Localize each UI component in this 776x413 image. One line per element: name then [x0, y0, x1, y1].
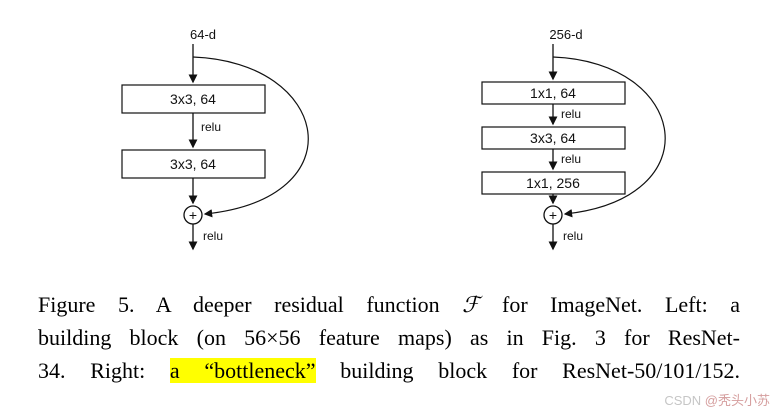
caption-text: building block (on 56×56 feature maps) a… — [38, 325, 740, 350]
conv-label: 3x3, 64 — [530, 130, 576, 146]
caption-text: 34. Right: — [38, 358, 170, 383]
residual-blocks-figure: 64-d 3x3, 64 relu 3x3, 64 + relu 256-d 1… — [121, 27, 666, 251]
caption-text: building block for ResNet-50/101/152. — [315, 358, 740, 383]
conv-label: 3x3, 64 — [170, 91, 216, 107]
relu-label: relu — [563, 229, 583, 243]
input-dim-label: 256-d — [549, 27, 582, 42]
caption-text: Figure 5. A deeper residual function — [38, 292, 463, 317]
relu-label: relu — [201, 120, 221, 134]
highlighted-text: a “bottleneck” — [169, 358, 316, 383]
relu-label: relu — [561, 107, 581, 121]
relu-label: relu — [203, 229, 223, 243]
conv-box — [121, 149, 266, 179]
watermark-handle: @秃头小苏 — [704, 393, 770, 408]
watermark-site: CSDN — [664, 393, 705, 408]
math-f-symbol: ℱ — [462, 292, 480, 317]
bottleneck-block-diagram: 256-d 1x1, 64 relu 3x3, 64 relu 1x1, 256… — [481, 27, 666, 251]
plus-icon: + — [189, 207, 197, 223]
input-dim-label: 64-d — [190, 27, 216, 42]
conv-label: 3x3, 64 — [170, 156, 216, 172]
caption-line-3: 34. Right: a “bottleneck” building block… — [38, 354, 740, 387]
caption-line-2: building block (on 56×56 feature maps) a… — [38, 321, 740, 354]
figure-caption: Figure 5. A deeper residual function ℱ f… — [38, 288, 740, 387]
skip-connection — [192, 56, 309, 218]
conv-label: 1x1, 256 — [526, 175, 580, 191]
relu-label: relu — [561, 152, 581, 166]
conv-label: 1x1, 64 — [530, 85, 576, 101]
skip-connection — [552, 56, 666, 218]
watermark: CSDN @秃头小苏 — [664, 390, 770, 409]
left-block-diagram: 64-d 3x3, 64 relu 3x3, 64 + relu — [121, 27, 309, 251]
caption-line-1: Figure 5. A deeper residual function ℱ f… — [38, 288, 740, 321]
plus-icon: + — [549, 207, 557, 223]
caption-text: for ImageNet. Left: a — [479, 292, 740, 317]
